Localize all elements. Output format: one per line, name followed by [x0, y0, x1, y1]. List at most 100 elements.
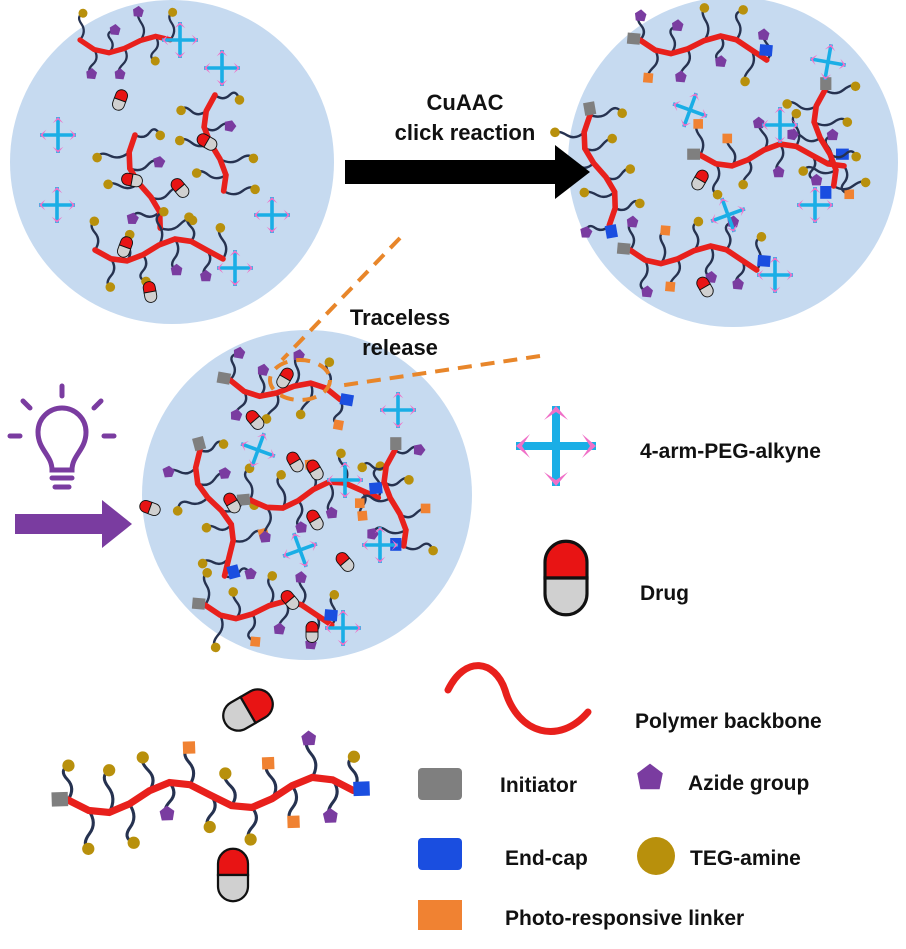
- alkyne-end: [204, 62, 211, 74]
- teg-amine: [740, 76, 750, 87]
- azide-group: [109, 23, 121, 36]
- alkyne-end: [769, 256, 781, 264]
- polymer-chain: [216, 346, 355, 431]
- photo-linker: [332, 419, 344, 431]
- alkyne-end: [325, 622, 332, 634]
- side-chain: [134, 128, 162, 139]
- crosslinker-4-arm-peg: [203, 49, 241, 87]
- alkyne-end: [809, 216, 821, 224]
- alkyne-end: [339, 491, 351, 499]
- alkyne-end: [191, 34, 198, 46]
- teg-amine: [176, 105, 186, 116]
- photo-linker: [722, 133, 733, 144]
- alkyne-end: [339, 461, 351, 469]
- reaction-label-line2: click reaction: [395, 120, 536, 145]
- teg-amine: [738, 179, 748, 190]
- photo-linker: [261, 756, 275, 770]
- legend: [418, 406, 675, 930]
- drug-capsule: [142, 281, 158, 303]
- drug-capsule: [222, 688, 274, 732]
- alkyne-end: [69, 129, 76, 141]
- drug-capsule: [196, 133, 218, 151]
- photo-linker: [660, 225, 671, 236]
- drug-top: [335, 552, 351, 567]
- polymer-backbone: [64, 773, 358, 817]
- side-chain: [589, 106, 624, 118]
- end-cap: [604, 224, 618, 239]
- drug-capsule: [245, 410, 265, 430]
- teg-amine: [184, 212, 194, 222]
- polymer-chain: [687, 108, 855, 200]
- teg-amine: [215, 223, 226, 233]
- azide-group: [580, 226, 593, 238]
- teg-amine: [324, 357, 335, 367]
- legend-endcap-label: End-cap: [505, 847, 588, 870]
- teg-amine: [267, 571, 278, 581]
- drug-capsule: [121, 172, 143, 188]
- alkyne-end: [762, 119, 769, 131]
- peg-arm: [250, 432, 266, 468]
- teg-amine: [191, 168, 202, 178]
- side-chain: [102, 768, 115, 814]
- azide-group: [257, 363, 270, 376]
- drug-top: [121, 172, 134, 187]
- end-cap: [759, 44, 773, 57]
- teg-amine: [756, 231, 767, 242]
- alkyne-end: [68, 199, 75, 211]
- teg-amine: [693, 216, 704, 227]
- alkyne-end: [52, 146, 64, 154]
- alkyne-end: [409, 404, 416, 416]
- drug-capsule: [280, 590, 300, 610]
- polymer-backbone: [77, 33, 173, 56]
- alkyne-end: [838, 58, 846, 70]
- crosslinker-4-arm-peg: [253, 196, 291, 234]
- teg-amine: [791, 108, 802, 119]
- polymer-backbone: [92, 236, 226, 264]
- azide-group: [367, 528, 379, 540]
- polymer-chain: [782, 77, 871, 199]
- peg-arm: [720, 197, 736, 233]
- teg-amine: [248, 153, 259, 164]
- teg-amine: [329, 589, 340, 600]
- drug-capsule: [117, 236, 133, 258]
- polymer-chain: [162, 435, 270, 580]
- azide-group: [224, 120, 237, 132]
- drug-bottom: [222, 695, 258, 732]
- polymer-backbone: [697, 141, 847, 169]
- drug-bottom: [216, 873, 250, 903]
- crosslinker-4-arm-peg: [756, 256, 794, 294]
- peg-arm: [682, 92, 698, 128]
- azide-group: [758, 28, 770, 41]
- initiator: [51, 791, 69, 807]
- teg-amine: [158, 206, 169, 217]
- photo-linker: [357, 510, 368, 522]
- legend-end-cap: [418, 838, 462, 870]
- end-cap: [353, 781, 370, 797]
- teg-amine: [842, 117, 853, 127]
- end-cap: [339, 393, 355, 407]
- teg-amine: [201, 522, 212, 533]
- teg-amine: [738, 5, 748, 15]
- azide-group: [634, 9, 647, 22]
- alkyne-end: [356, 474, 363, 486]
- drug-top: [694, 169, 709, 184]
- alkyne-end: [769, 286, 781, 294]
- crosslinker-4-arm-peg: [216, 249, 254, 287]
- drug-bottom: [147, 501, 161, 516]
- azide-group: [637, 763, 663, 790]
- polymer-backbone: [202, 598, 335, 628]
- alkyne-end: [810, 54, 818, 66]
- alkyne-end: [726, 224, 738, 232]
- drug-top: [279, 367, 294, 382]
- polymer-backbone: [627, 243, 760, 273]
- teg-amine: [89, 216, 100, 227]
- alkyne-end: [233, 62, 240, 74]
- drug-bottom: [309, 466, 324, 481]
- crosslinker-4-arm-peg: [161, 21, 199, 59]
- drug-top: [196, 133, 211, 148]
- legend-teg-amine: [637, 837, 675, 875]
- legend-backbone: [444, 662, 592, 735]
- teg-amine: [105, 282, 116, 292]
- initiator: [216, 371, 232, 385]
- drug-capsule: [286, 451, 304, 473]
